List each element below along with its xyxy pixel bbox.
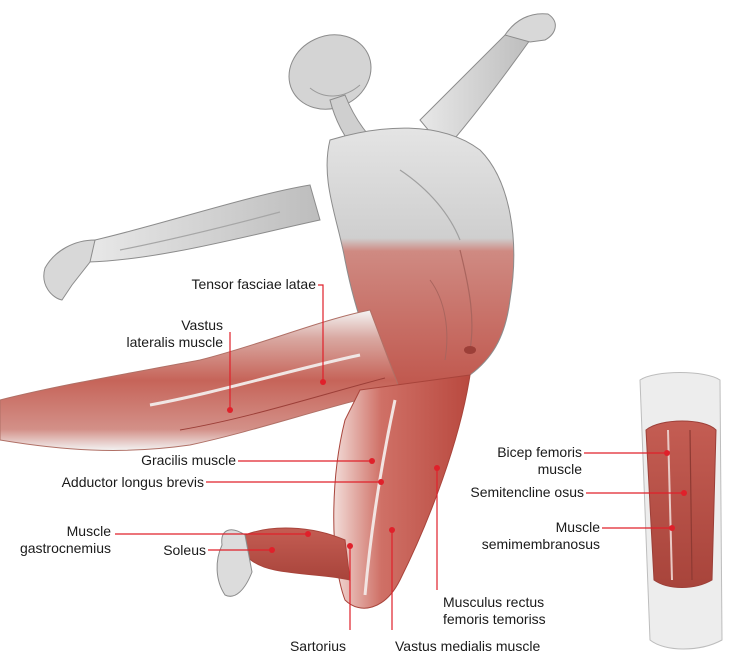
leader-rectus-femoris-dot (434, 465, 440, 471)
leader-adductor-longus-dot (378, 479, 384, 485)
leader-semimembranosus-dot (669, 525, 675, 531)
inset-leg (640, 373, 722, 650)
label-vastus-medialis: Vastus medialis muscle (395, 638, 540, 655)
label-semimembranosus: Muscle semimembranosus (482, 519, 600, 553)
leader-sartorius-dot (347, 543, 353, 549)
label-tensor-fasciae-latae: Tensor fasciae latae (191, 276, 316, 293)
label-soleus: Soleus (163, 542, 206, 559)
label-rectus-femoris: Musculus rectus femoris temoriss (443, 594, 546, 628)
leader-soleus-dot (269, 547, 275, 553)
leader-gastrocnemius-dot (305, 531, 311, 537)
label-gastrocnemius: Muscle gastrocnemius (20, 523, 111, 557)
label-adductor-longus: Adductor longus brevis (62, 474, 204, 491)
label-semitendinosus: Semitencline osus (470, 484, 584, 501)
leader-gracilis-dot (369, 458, 375, 464)
leader-bicep-femoris-dot (664, 450, 670, 456)
leader-tensor-fasciae-latae-dot (320, 379, 326, 385)
leader-vastus-lateralis-dot (227, 407, 233, 413)
leader-semitendinosus-dot (681, 490, 687, 496)
label-sartorius: Sartorius (290, 638, 346, 655)
leader-vastus-medialis-dot (389, 527, 395, 533)
label-gracilis: Gracilis muscle (141, 452, 236, 469)
label-vastus-lateralis: Vastus lateralis muscle (127, 317, 223, 351)
right-arm (420, 14, 555, 150)
label-bicep-femoris: Bicep femoris muscle (497, 444, 582, 478)
